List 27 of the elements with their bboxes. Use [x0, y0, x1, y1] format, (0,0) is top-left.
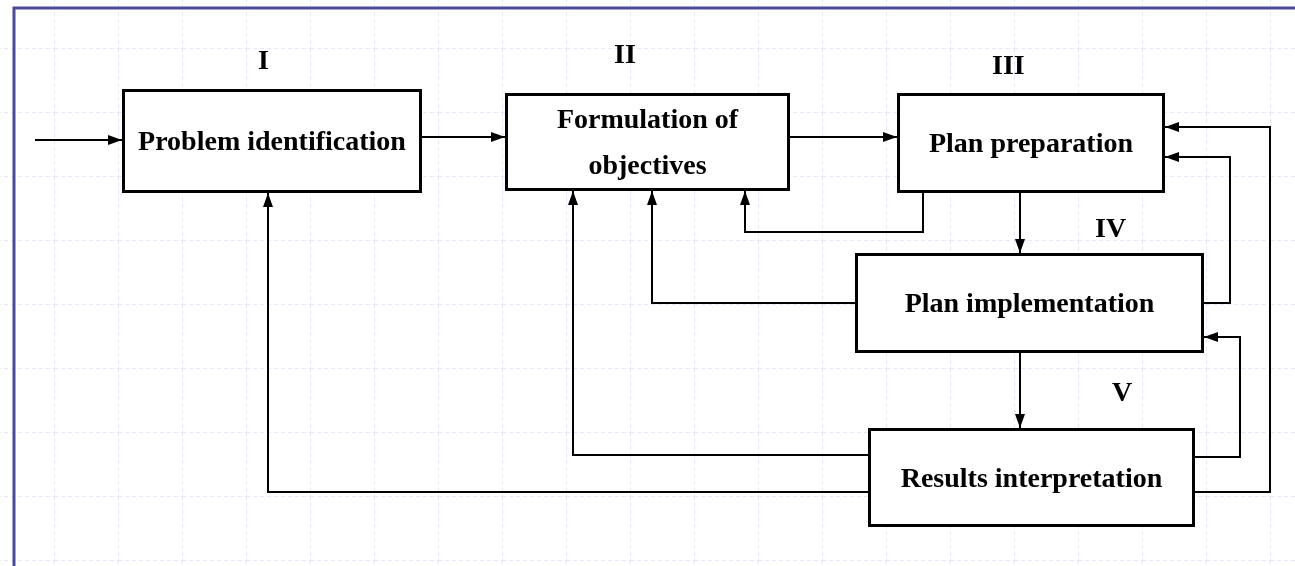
arrow	[568, 190, 869, 456]
arrow	[647, 190, 856, 304]
box-label: Formulation of objectives	[555, 102, 740, 182]
stage-number: III	[992, 49, 1025, 81]
arrow	[789, 132, 898, 142]
arrow	[1015, 352, 1025, 429]
arrow	[1194, 332, 1241, 458]
arrow	[740, 190, 924, 233]
stage-number: I	[258, 44, 269, 76]
process-box	[122, 89, 422, 193]
arrow	[34, 135, 123, 145]
box-label: Plan preparation	[928, 126, 1134, 160]
box-label: Results interpretation	[900, 460, 1163, 495]
arrow	[1164, 152, 1231, 304]
stage-number: IV	[1095, 212, 1127, 244]
arrow	[1015, 192, 1025, 254]
arrow	[263, 192, 869, 493]
stage-number: V	[1112, 376, 1133, 408]
arrow	[1164, 122, 1271, 493]
stage-number: II	[614, 38, 636, 70]
box-label: Problem identification	[138, 124, 406, 158]
process-box	[855, 253, 1204, 353]
process-box	[868, 428, 1195, 527]
box-label: Plan implementation	[904, 286, 1155, 320]
process-box	[505, 93, 790, 191]
process-box	[897, 93, 1165, 193]
arrow	[421, 132, 506, 142]
